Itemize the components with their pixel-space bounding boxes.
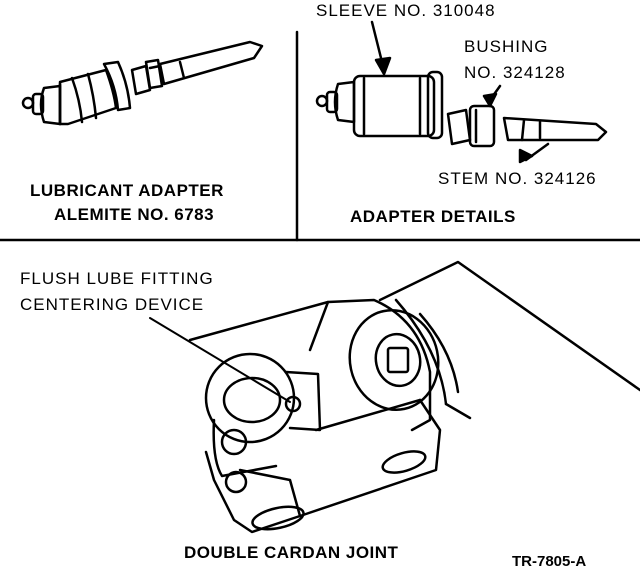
bushing-label-line2: NO. 324128 (464, 63, 566, 82)
stem-label: STEM NO. 324126 (438, 169, 597, 188)
flush-lube-label-line1: FLUSH LUBE FITTING (20, 269, 214, 288)
lubricant-adapter-drawing (21, 40, 264, 126)
adapter-details-drawing (315, 20, 608, 164)
lubricant-adapter-title-line2: ALEMITE NO. 6783 (54, 205, 215, 224)
double-cardan-title: DOUBLE CARDAN JOINT (184, 543, 399, 562)
centering-device-leader (149, 317, 291, 403)
lubricant-adapter-title-line1: LUBRICANT ADAPTER (30, 181, 224, 200)
adapter-details-title: ADAPTER DETAILS (350, 207, 516, 226)
figure-code: TR-7805-A (512, 553, 587, 570)
flush-lube-label-line2: CENTERING DEVICE (20, 295, 205, 314)
bushing-label-line1: BUSHING (464, 37, 549, 56)
double-cardan-joint-drawing (149, 260, 640, 534)
panel-dividers (0, 30, 640, 242)
sleeve-label: SLEEVE NO. 310048 (316, 1, 496, 20)
